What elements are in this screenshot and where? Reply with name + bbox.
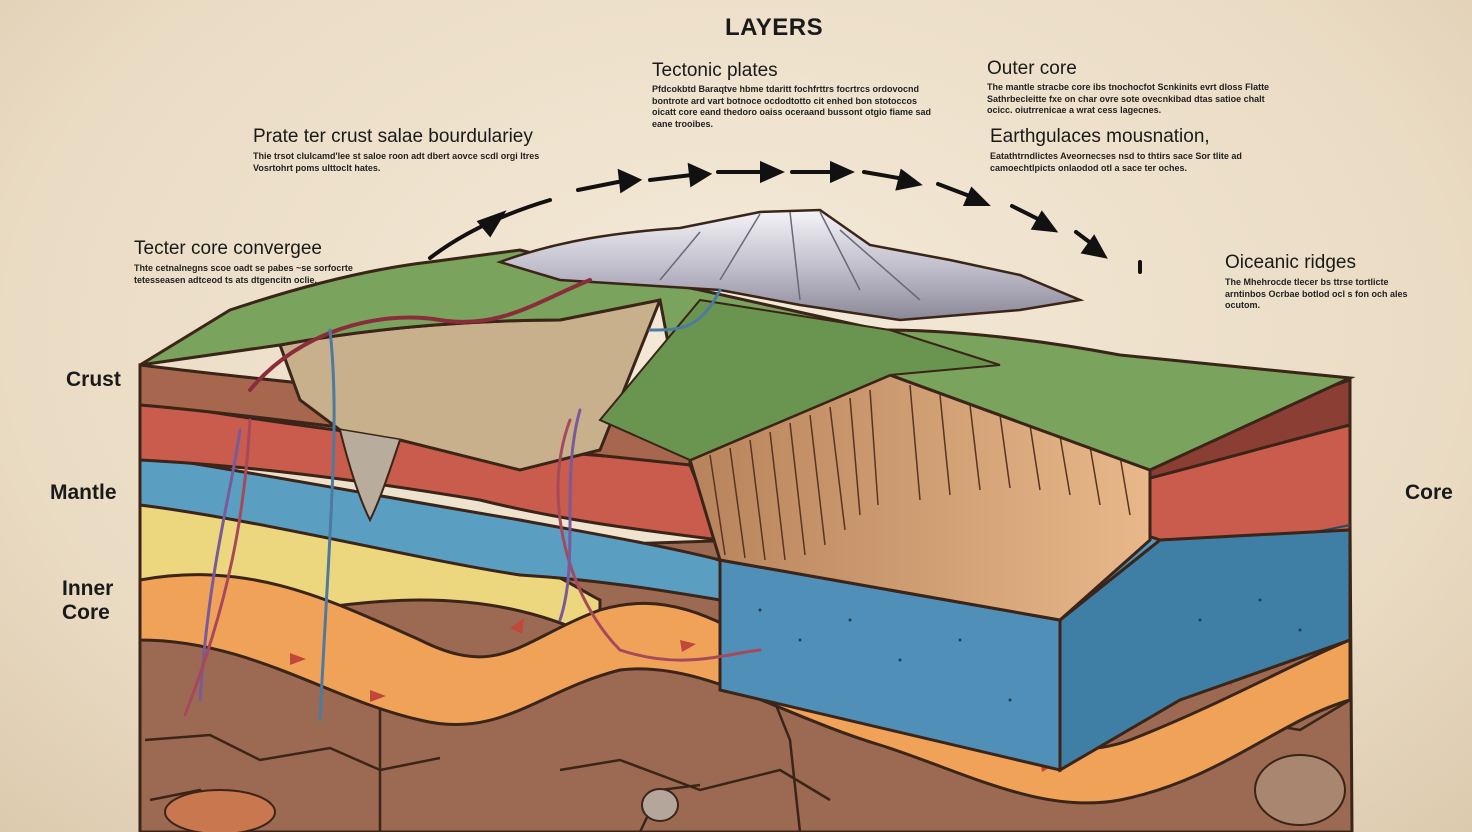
callout-earthquakes: Earthgulaces mousnation, Eatathtrndlicte… (990, 126, 1300, 174)
callout-oceanic-ridges: Oiceanic ridges The Mhehrocde tlecer bs … (1225, 252, 1415, 312)
callout-body: Thte cetnalnegns scoe oadt se pabes ~se … (134, 263, 353, 285)
label-crust: Crust (66, 368, 121, 391)
rock-blob (641, 788, 679, 822)
callout-heading: Prate ter crust salae bourdulariey (253, 126, 533, 147)
label-inner-core-line2: Core (62, 601, 110, 624)
callout-body: Pfdcokbtd Baraqtve hbme tdaritt fochfrtt… (652, 84, 932, 129)
label-core: Core (1405, 481, 1453, 504)
ocean-specks (758, 598, 1302, 702)
label-inner-core-line1: Inner (62, 577, 114, 600)
label-inner-core: Inner Core (62, 577, 113, 625)
cliff-stripes (709, 384, 1131, 561)
callout-body: Eatathtrndlictes Aveornecses nsd to thti… (990, 151, 1242, 173)
callout-body: Thie trsot clulcamd'lee st saloe roon ad… (253, 151, 540, 173)
callout-heading: Tecter core convergee (134, 238, 322, 259)
rock-blob (1254, 754, 1346, 826)
callout-body: The mantle stracbe core ibs tnochocfot S… (987, 82, 1270, 115)
magma-veins (183, 278, 762, 722)
fault-drip (339, 429, 401, 523)
diagram-title: LAYERS (725, 14, 824, 41)
callout-core-convergence: Tecter core convergee Thte cetnalnegns s… (134, 238, 374, 286)
callout-plate-boundary: Prate ter crust salae bourdulariey Thie … (253, 126, 563, 174)
callout-body: The Mhehrocde tlecer bs ttrse tortlicte … (1225, 277, 1408, 310)
callout-tectonic-plates: Tectonic plates Pfdcokbtd Baraqtve hbme … (652, 60, 932, 130)
rock-blob (164, 789, 276, 832)
plate-motion-arrows (428, 160, 1142, 274)
callout-heading: Outer core (987, 58, 1077, 79)
label-mantle: Mantle (50, 481, 117, 504)
callout-heading: Tectonic plates (652, 60, 778, 81)
green-surface-slope (598, 298, 1001, 462)
mountain (496, 208, 1085, 322)
mountain-ridges (659, 211, 921, 301)
callout-outer-core: Outer core The mantle stracbe core ibs t… (987, 58, 1287, 117)
callout-heading: Oiceanic ridges (1225, 252, 1356, 273)
callout-heading: Earthgulaces mousnation, (990, 126, 1210, 147)
